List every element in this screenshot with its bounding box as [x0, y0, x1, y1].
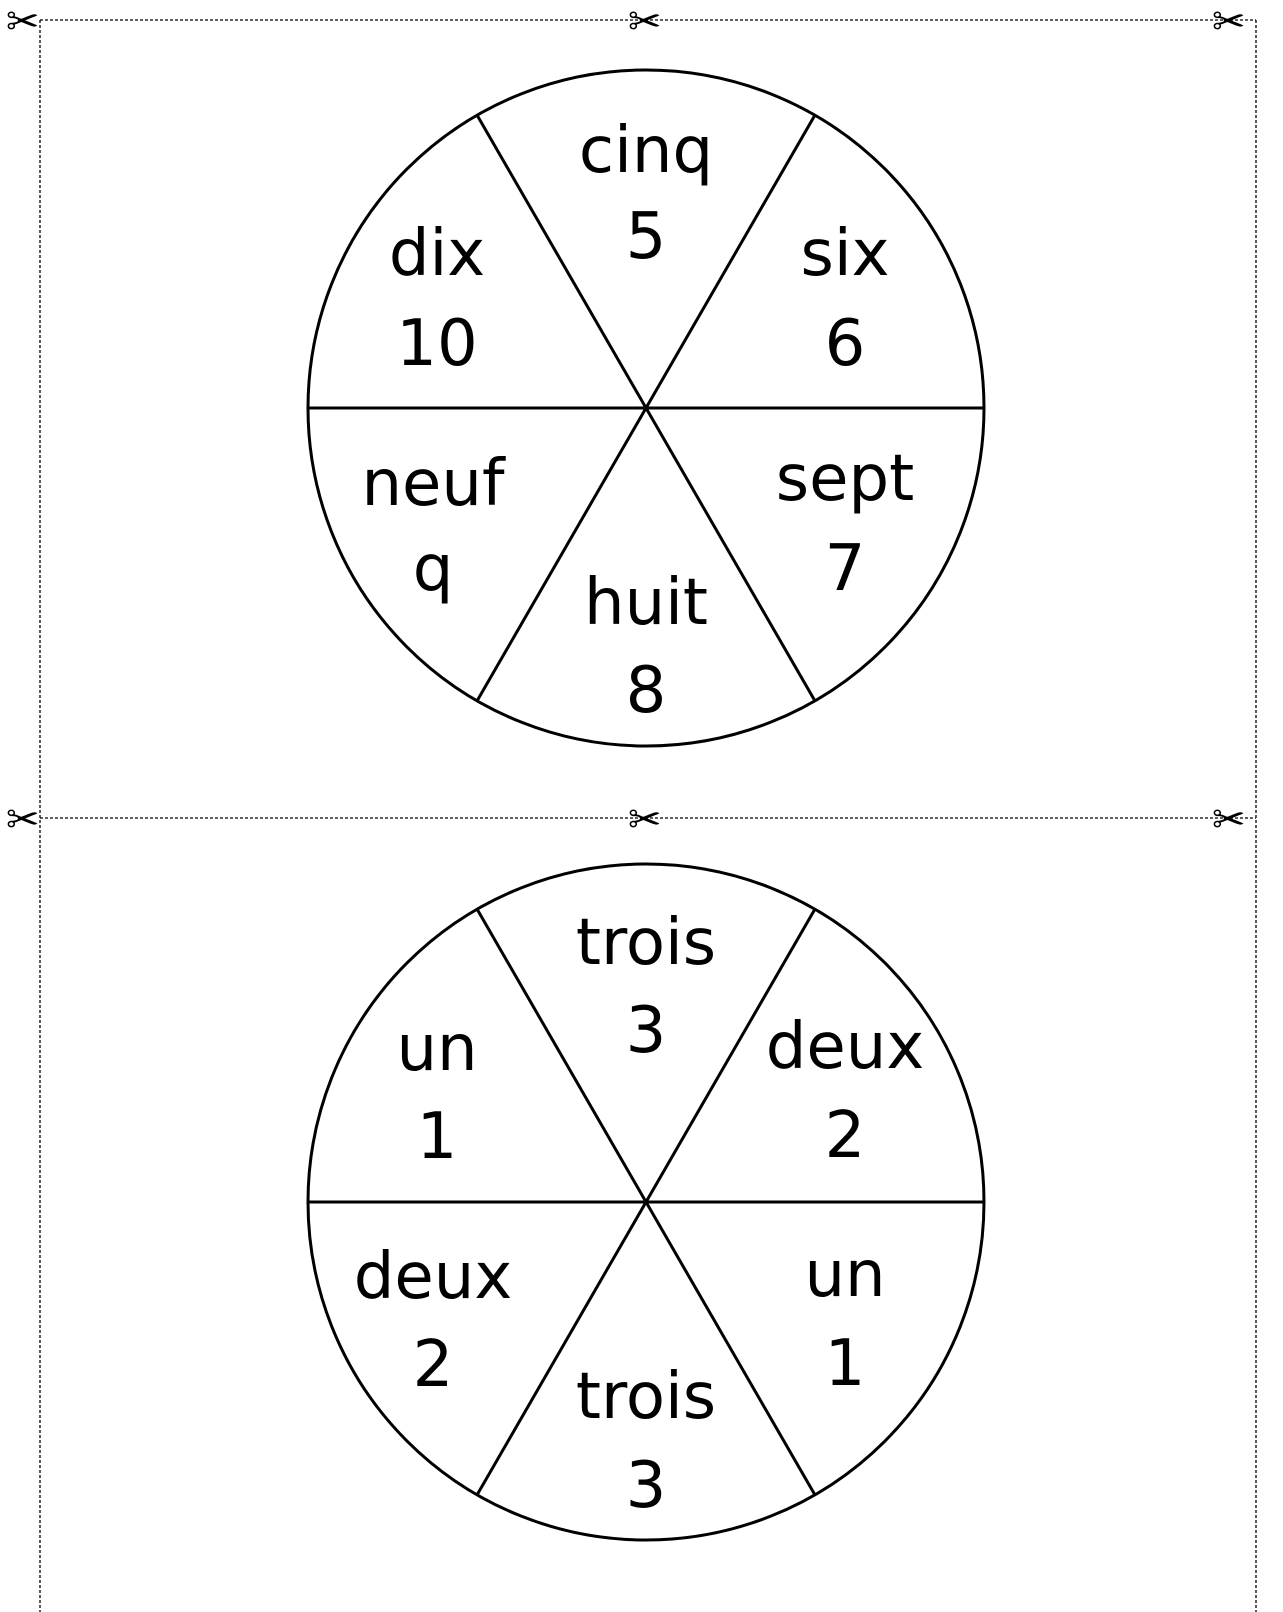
sector-word: deux	[354, 1240, 512, 1314]
sector-word: sept	[776, 442, 914, 516]
sector-word: neuf	[361, 447, 506, 521]
sector-number: 10	[396, 307, 477, 381]
sector-word: deux	[766, 1010, 924, 1084]
scissors-icon: ✂	[6, 0, 40, 45]
sector-number: 5	[626, 200, 667, 274]
scissors-icon: ✂	[1212, 0, 1246, 45]
wheel-divider	[475, 908, 817, 1496]
sector-word: dix	[389, 217, 485, 291]
sector-number: 8	[626, 654, 667, 728]
number-wheel-bottom: trois 3 deux 2 un 1 trois 3 deux 2 un 1	[306, 862, 986, 1542]
sector-word: un	[804, 1238, 885, 1312]
sector-word: trois	[576, 1360, 716, 1434]
scissors-icon: ✂	[628, 797, 662, 843]
sector-word: huit	[584, 566, 708, 640]
sector-number: 1	[825, 1327, 866, 1401]
scissors-icon: ✂	[628, 0, 662, 45]
sector-word: trois	[576, 906, 716, 980]
wheel-divider	[475, 114, 817, 702]
sector-number: 7	[825, 532, 866, 606]
sector-number: 3	[626, 1449, 667, 1523]
sector-word: cinq	[579, 114, 713, 188]
sector-number: 3	[626, 994, 667, 1068]
sector-number: 2	[825, 1099, 866, 1173]
cut-guides	[39, 19, 1257, 1612]
sector-number: 2	[413, 1328, 454, 1402]
sector-number: 1	[417, 1100, 458, 1174]
scissors-icon: ✂	[6, 797, 40, 843]
scissors-markers: ✂ ✂ ✂ ✂ ✂ ✂	[6, 0, 1246, 843]
number-wheel-top: cinq 5 six 6 sept 7 huit 8 neuf q dix 10	[306, 68, 986, 748]
sector-number: 6	[825, 307, 866, 381]
scissors-icon: ✂	[1212, 797, 1246, 843]
sector-word: un	[396, 1012, 477, 1086]
sector-word: six	[801, 217, 890, 291]
sector-number: q	[413, 532, 454, 606]
